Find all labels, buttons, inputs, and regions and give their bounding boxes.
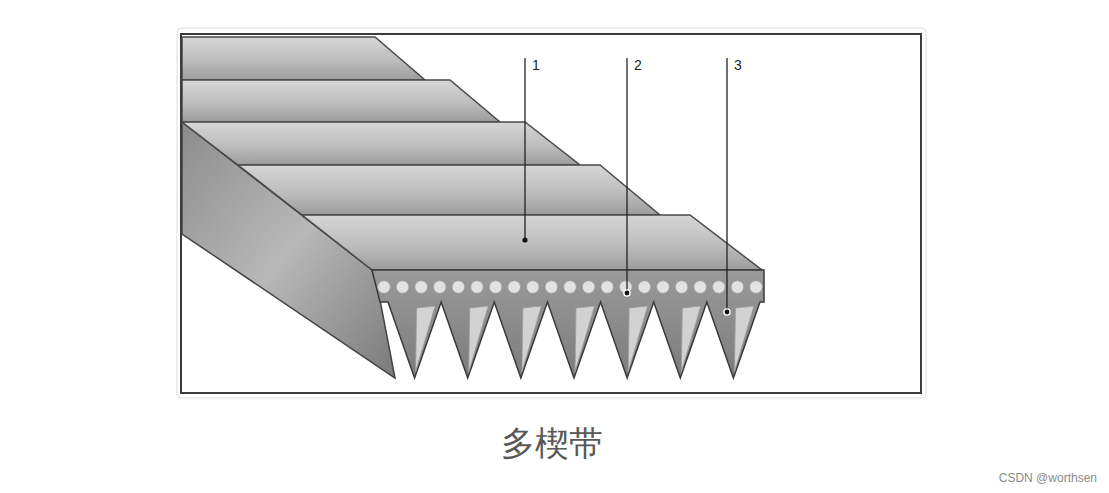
rib-stripe <box>182 122 580 165</box>
tension-cord <box>713 281 726 294</box>
leader-line <box>626 58 627 291</box>
tension-cord <box>750 281 763 294</box>
tension-cord <box>582 281 595 294</box>
tension-cord <box>489 281 502 294</box>
leader-lines <box>522 58 730 316</box>
rib-stripe <box>182 80 500 122</box>
callout-number: 1 <box>532 57 540 73</box>
tension-cord <box>527 281 540 294</box>
rib-stripe <box>182 37 425 80</box>
callout-number: 3 <box>734 57 742 73</box>
belt <box>182 37 764 378</box>
leader-dot-ring <box>723 308 731 316</box>
tension-cord <box>415 281 428 294</box>
tension-cord <box>545 281 558 294</box>
tension-cord <box>731 281 744 294</box>
rib-flank <box>734 306 754 372</box>
watermark: CSDN @worthsen <box>999 471 1097 485</box>
tension-cord <box>564 281 577 294</box>
leader-dot <box>625 291 630 296</box>
tension-cord <box>471 281 484 294</box>
rib-stripe <box>302 215 762 270</box>
tension-cord <box>378 281 391 294</box>
rib-flank <box>681 306 701 372</box>
leader-dot-ring <box>623 289 631 297</box>
leader-dot <box>725 310 730 315</box>
tension-cord <box>396 281 409 294</box>
tension-cord <box>452 281 465 294</box>
tension-cord <box>508 281 521 294</box>
leader-line <box>524 58 525 238</box>
figure-caption: 多楔带 <box>501 423 603 463</box>
outer-frame <box>177 28 926 398</box>
tension-cord <box>434 281 447 294</box>
rib-flank <box>628 306 648 372</box>
rib-flank <box>575 306 595 372</box>
rib-flank <box>522 306 542 372</box>
rib-flank <box>416 306 436 372</box>
tension-cord <box>694 281 707 294</box>
tension-cord <box>657 281 670 294</box>
inner-frame <box>181 34 921 393</box>
rib-flank <box>469 306 489 372</box>
leader-line <box>726 58 727 310</box>
callout-number: 2 <box>634 57 642 73</box>
belt-section-face <box>372 270 764 378</box>
belt-cross-section <box>372 270 764 378</box>
tension-cord <box>675 281 688 294</box>
tension-cord <box>638 281 651 294</box>
leader-dot <box>522 237 527 242</box>
tension-cord <box>601 281 614 294</box>
rib-stripe <box>238 165 660 215</box>
